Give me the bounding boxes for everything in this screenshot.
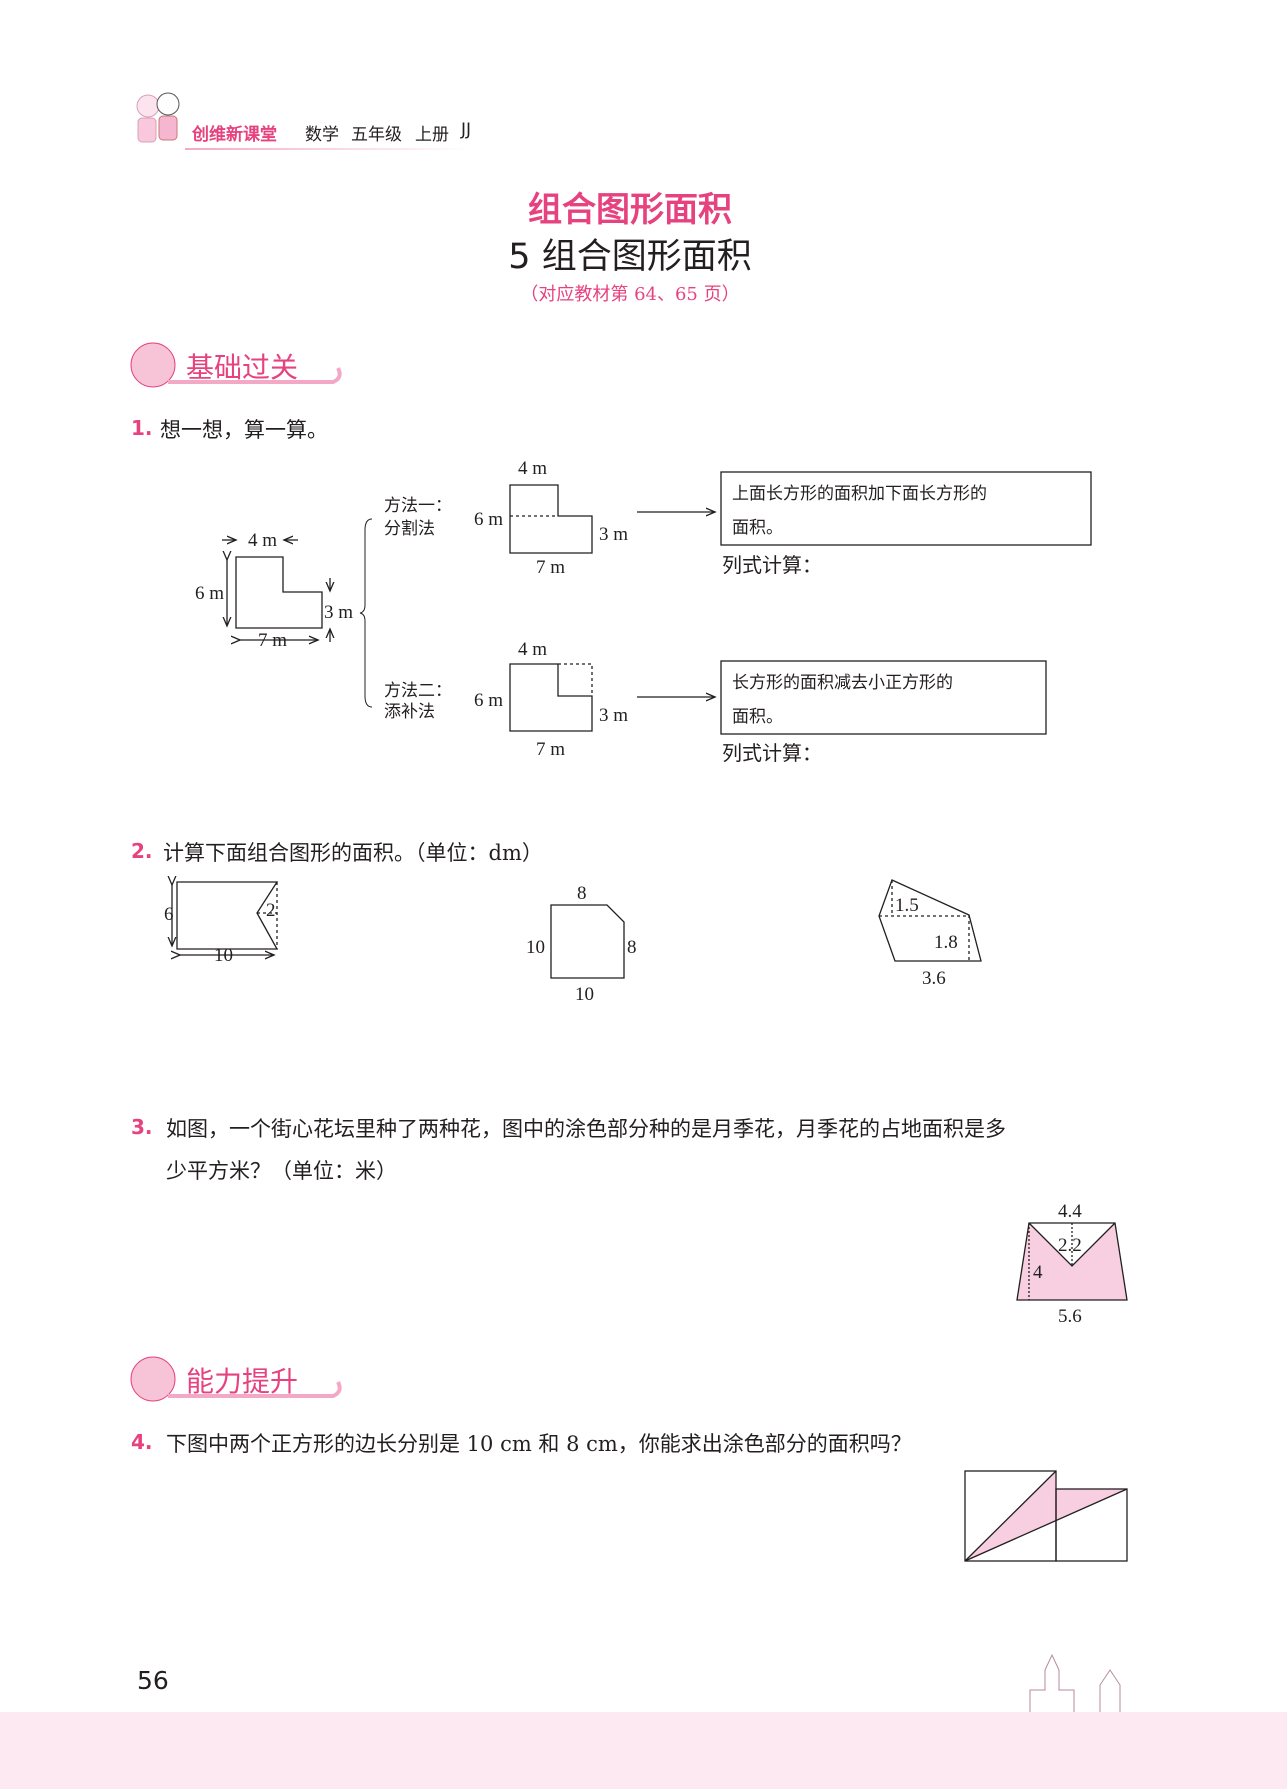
header-kids-illustration: [136, 92, 180, 143]
question-text: 如图，一个街心花坛里种了两种花，图中的涂色部分种的是月季花，月季花的占地面积是多: [166, 1117, 1006, 1141]
question-number: 2.: [131, 839, 153, 863]
header-brand: 创维新课堂: [192, 125, 277, 145]
label: 7 m: [536, 739, 565, 760]
label: 10: [526, 937, 545, 958]
q2-figure-c: [878, 879, 982, 962]
question-text: 想一想，算一算。: [160, 418, 328, 442]
footer-band: [0, 1712, 1287, 1789]
label: 4 m: [518, 639, 547, 660]
page-number: 56: [137, 1666, 169, 1695]
header-volume: 上册: [415, 125, 449, 145]
header-divider: [185, 148, 470, 150]
question-text: 下图中两个正方形的边长分别是 10 cm 和 8 cm，你能求出涂色部分的面积吗…: [166, 1432, 912, 1456]
section-banner-basic: [130, 342, 342, 388]
label: 6: [164, 904, 174, 925]
label: 6 m: [195, 583, 224, 604]
method2-description: 面积。: [732, 707, 783, 727]
label: 6 m: [474, 690, 503, 711]
label: 2: [266, 900, 276, 921]
label: 3.6: [922, 968, 946, 989]
question-number: 4.: [131, 1430, 153, 1454]
textbook-reference: （对应教材第 64、65 页）: [520, 284, 740, 305]
label: 10: [214, 945, 233, 966]
label: 4: [1033, 1262, 1043, 1283]
label: 4.4: [1058, 1201, 1082, 1222]
question-number: 3.: [131, 1115, 153, 1139]
q2-figure-b: [550, 904, 625, 979]
section-title-advanced: 能力提升: [186, 1365, 299, 1398]
question-text: 计算下面组合图形的面积。（单位：dm）: [163, 841, 543, 865]
calc-prompt: 列式计算：: [722, 553, 822, 577]
label: 7 m: [258, 630, 287, 651]
calc-prompt: 列式计算：: [722, 741, 822, 765]
section-banner-advanced: [130, 1356, 342, 1402]
footer-castle-illustration: [1029, 1653, 1121, 1715]
label: 2.2: [1058, 1235, 1082, 1256]
method1-shape: [509, 484, 593, 554]
question-text: 少平方米？（单位：米）: [166, 1159, 397, 1183]
label: 1.5: [895, 895, 919, 916]
q1-main-l-shape: [235, 556, 323, 629]
method2-description: 长方形的面积减去小正方形的: [732, 673, 953, 693]
unit-title: 组合图形面积: [528, 190, 732, 230]
label: 6 m: [474, 509, 503, 530]
label: 7 m: [536, 557, 565, 578]
method1-description: 面积。: [732, 518, 783, 538]
label: 3 m: [599, 524, 628, 545]
header-grade: 五年级: [351, 125, 402, 145]
label: 8: [577, 883, 587, 904]
lesson-title: 5 组合图形面积: [508, 237, 752, 277]
q3-trapezoid: [1016, 1222, 1128, 1301]
label: 4 m: [518, 458, 547, 479]
method2-label: 方法二：: [384, 681, 452, 701]
method2-description-box: [720, 660, 1047, 735]
brace: [359, 518, 373, 708]
label: 5.6: [1058, 1306, 1082, 1327]
method2-name: 添补法: [384, 702, 435, 722]
q2-figure-a: [176, 881, 279, 950]
q4-shaded-region: [965, 1471, 1127, 1561]
label: 3 m: [324, 602, 353, 623]
label: 8: [627, 937, 637, 958]
method1-description: 上面长方形的面积加下面长方形的: [732, 484, 987, 504]
header-subject: 数学: [305, 125, 339, 145]
question-number: 1.: [131, 416, 153, 440]
label: 10: [575, 984, 594, 1005]
method1-name: 分割法: [384, 519, 435, 539]
method1-description-box: [720, 471, 1092, 546]
label: 3 m: [599, 705, 628, 726]
q4-small-square: [1055, 1488, 1128, 1562]
method2-shape: [509, 663, 593, 732]
method1-label: 方法一：: [384, 496, 452, 516]
label: 4 m: [248, 530, 277, 551]
q3-shaded-region: [1017, 1223, 1127, 1300]
section-title-basic: 基础过关: [186, 351, 299, 384]
label: 1.8: [934, 932, 958, 953]
header-edition: JJ: [461, 120, 472, 140]
